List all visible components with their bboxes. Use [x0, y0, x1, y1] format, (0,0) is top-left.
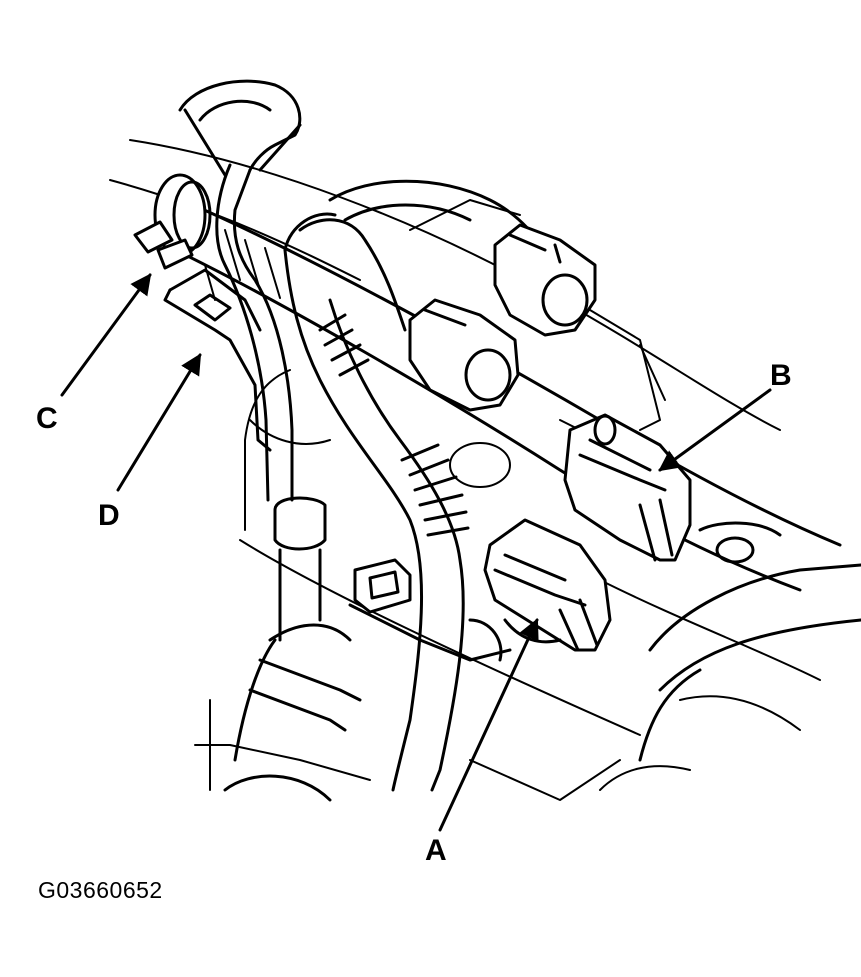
connector-b [563, 413, 692, 562]
pipe-clamp [133, 173, 212, 270]
harness-bracket [163, 264, 272, 452]
callout-d: D [98, 499, 120, 532]
leader-d [116, 353, 202, 492]
dipstick-tube [178, 79, 327, 642]
upper-connector-1 [493, 223, 597, 337]
lower-left-bracket [209, 623, 362, 802]
callout-a: A [425, 834, 447, 867]
leader-b [658, 388, 772, 472]
intake-manifold-casting [599, 521, 861, 791]
harness-clip [348, 558, 512, 662]
leader-c [60, 273, 152, 397]
connector-a [483, 518, 612, 652]
callout-c: C [36, 402, 58, 435]
figure-id: G03660652 [38, 877, 163, 903]
engine-block-outline [109, 139, 821, 801]
callout-leaders [60, 273, 772, 832]
callout-b: B [770, 359, 792, 392]
upper-connector-2 [408, 298, 520, 412]
leader-a [438, 618, 539, 832]
